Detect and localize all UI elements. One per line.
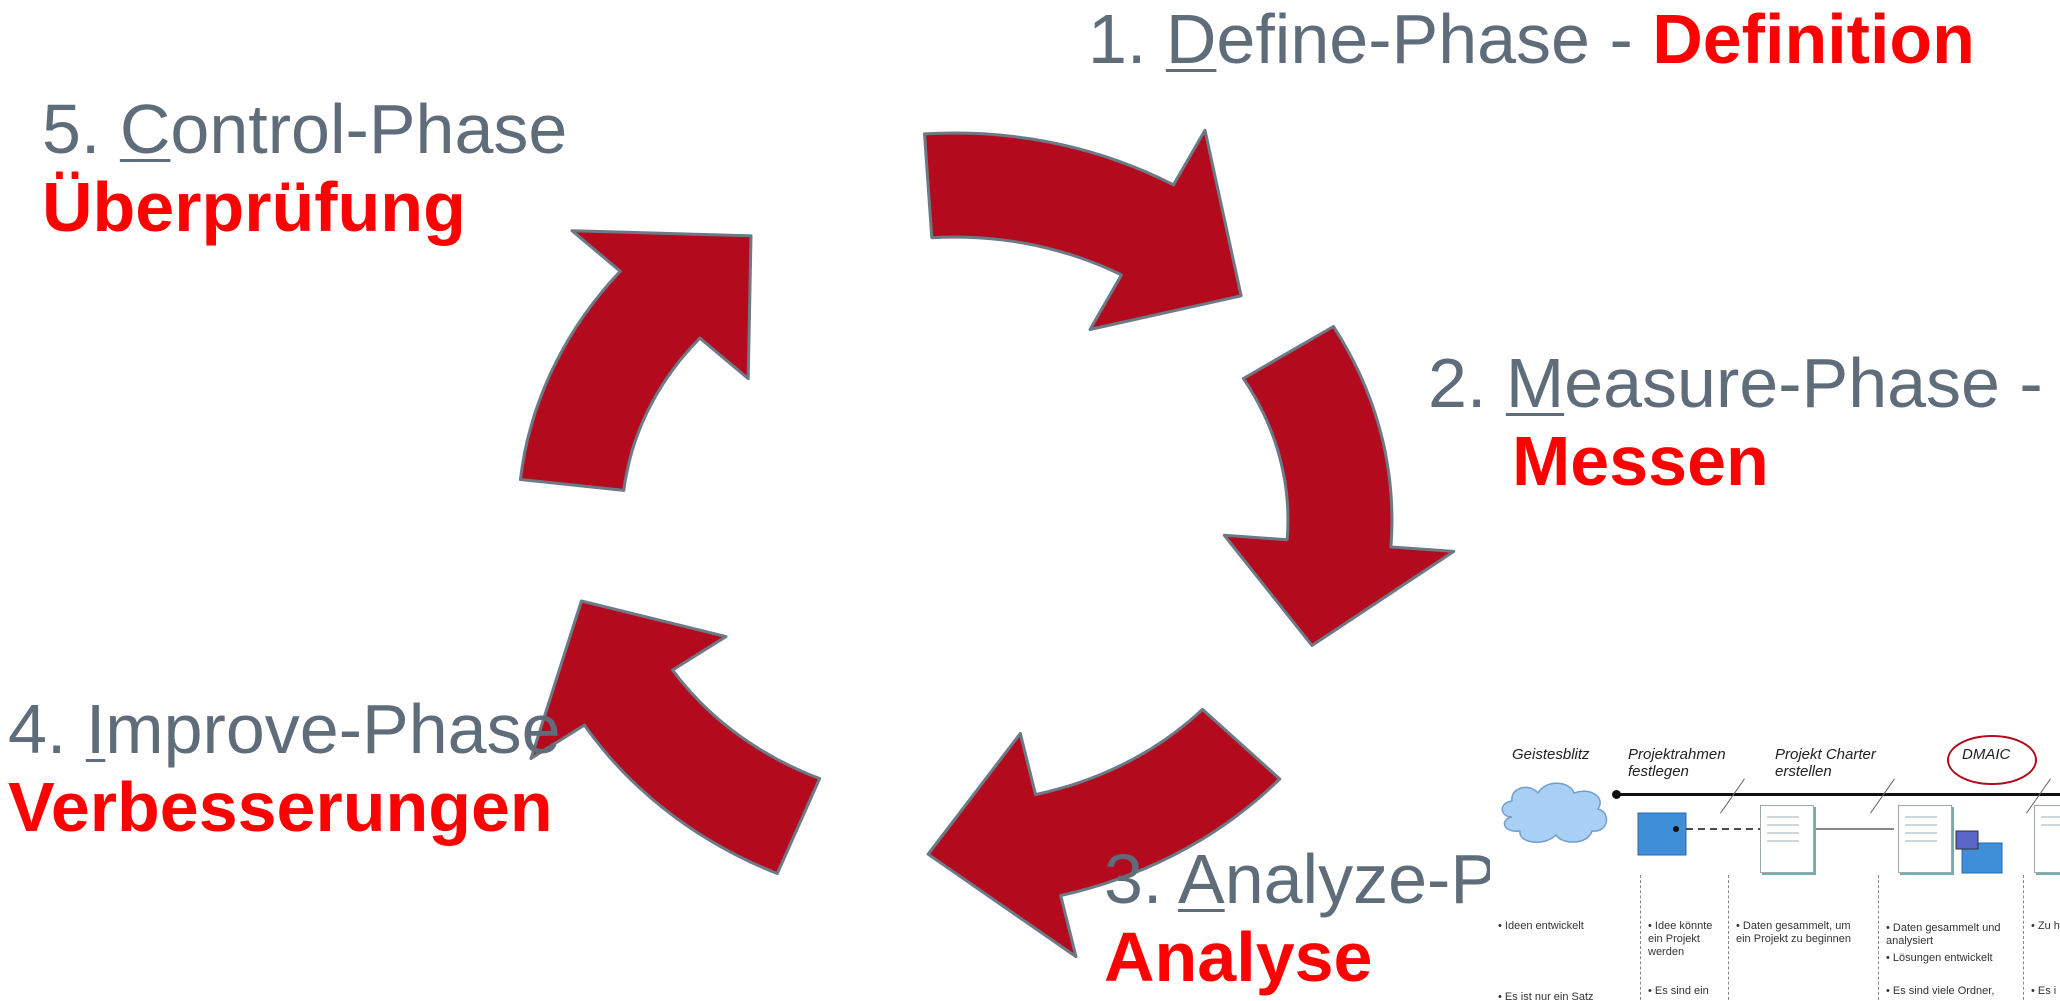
column-separator [1878,875,1879,1001]
phase-control: 5. Control-Phase Überprüfung [42,90,568,247]
phase-control-translation: Überprüfung [42,168,466,247]
dmaic-document-icon [1898,805,1952,873]
column-separator [1640,875,1641,1001]
thumb-cell: • Daten gesammelt und analysiert [1886,922,2001,948]
thumb-cell: • Es i [2031,985,2057,997]
arrow-control [518,229,753,492]
timeline-line [1615,793,2060,796]
dmaic-circle-highlight [1947,735,2037,785]
thumb-cell: • Zu hi [2031,920,2060,932]
thumb-cell: • Daten gesammelt, um ein Projekt zu beg… [1736,920,1851,946]
phase-improve-translation: Verbesserungen [8,768,553,847]
arrow-improve [529,599,822,875]
phase-define-translation: Definition [1652,0,1975,78]
arrow-define [923,128,1243,331]
phase-define: 1. Define-Phase - Definition [1088,0,1975,78]
project-timeline-thumbnail: Geistesblitz Projektrahmen festlegen Pro… [1490,735,2060,1001]
dmaic-cycle-arrows [518,128,1456,959]
thumb-cell: • Idee könnte ein Projekt werden [1648,920,1713,959]
thumb-cell: • Es sind viele Ordner, [1886,985,1995,997]
arrow-analyze [926,707,1282,959]
thumb-cell: • Lösungen entwickelt [1886,952,1993,964]
thumb-header-projektrahmen: Projektrahmen festlegen [1628,746,1726,780]
timeline-illustrations [1501,782,2003,874]
column-separator [1728,875,1729,1001]
column-separator [2023,875,2024,1001]
phase-analyze-translation: Analyse [1104,918,1373,997]
phase-measure-translation: Messen [1512,422,1769,501]
timeline-start-dot [1612,790,1621,799]
thumb-header-geistesblitz: Geistesblitz [1512,746,1590,763]
arrow-measure [1222,325,1456,647]
phase-measure: 2. Measure-Phase - Messen [1428,344,2043,501]
thumb-header-charter: Projekt Charter erstellen [1775,746,1876,780]
thumb-header-dmaic: DMAIC [1962,746,2011,763]
next-document-icon [2034,805,2060,873]
thumb-cell: • Ideen entwickelt [1498,920,1584,932]
phase-improve: 4. Improve-Phase Verbesserungen [8,690,561,847]
charter-document-icon [1760,805,1814,873]
phase-analyze: 3. Analyze-Phase Analyse [1104,840,1649,997]
thumb-cell: • Es ist nur ein Satz [1498,991,1594,1001]
thumb-cell: • Es sind ein [1648,985,1709,997]
